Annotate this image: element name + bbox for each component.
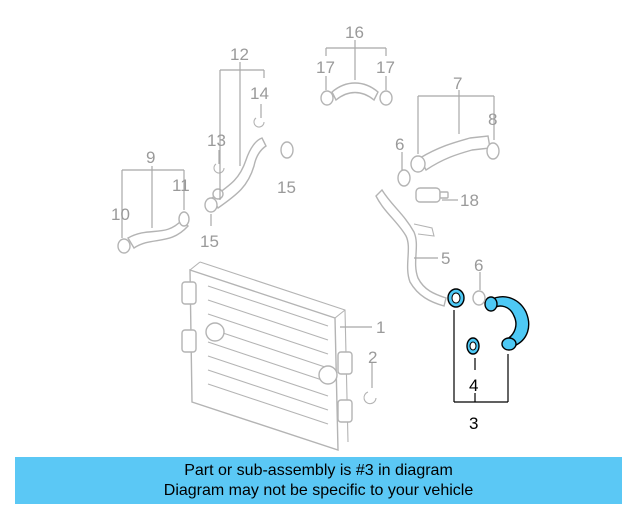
callout-6-upper: 6 [395, 135, 404, 154]
sensor-18 [415, 187, 449, 203]
exploded-parts-diagram: 1 2 3 4 5 6 6 7 8 9 10 11 12 13 14 15 15… [111, 23, 530, 451]
callout-15-right: 15 [277, 178, 296, 197]
info-banner: Part or sub-assembly is #3 in diagram Di… [15, 457, 622, 504]
pipe-5 [375, 169, 447, 307]
clamp-4-highlighted[interactable] [447, 288, 480, 355]
callout-2: 2 [368, 348, 377, 367]
intercooler [181, 261, 353, 451]
callout-8: 8 [488, 110, 497, 129]
callout-6-right: 6 [474, 256, 483, 275]
active-leader-lines [453, 310, 509, 403]
hose-16-assembly [320, 82, 393, 106]
callout-15-lower: 15 [200, 232, 219, 251]
callout-3: 3 [469, 414, 478, 433]
leader-lines [121, 40, 495, 388]
banner-line-1: Part or sub-assembly is #3 in diagram [184, 461, 453, 479]
clamp-6-grey [472, 290, 486, 306]
callout-1: 1 [376, 318, 385, 337]
callout-labels: 1 2 3 4 5 6 6 7 8 9 10 11 12 13 14 15 15… [111, 23, 497, 433]
callout-16: 16 [345, 23, 364, 42]
callout-4: 4 [469, 376, 478, 395]
clip-2 [363, 391, 377, 405]
hose-3-highlighted[interactable] [484, 296, 530, 351]
hose-9-assembly [117, 211, 190, 254]
callout-10: 10 [111, 205, 130, 224]
hose-7-assembly [410, 135, 500, 173]
callout-14: 14 [250, 84, 269, 103]
callout-5: 5 [441, 249, 450, 268]
callout-13: 13 [207, 131, 226, 150]
banner-line-2: Diagram may not be specific to your vehi… [163, 481, 474, 499]
callout-9: 9 [146, 148, 155, 167]
callout-17-right: 17 [376, 58, 395, 77]
callout-11: 11 [172, 176, 190, 195]
callout-7: 7 [453, 74, 462, 93]
callout-12: 12 [230, 45, 249, 64]
callout-17-left: 17 [316, 58, 335, 77]
callout-18: 18 [460, 191, 479, 210]
